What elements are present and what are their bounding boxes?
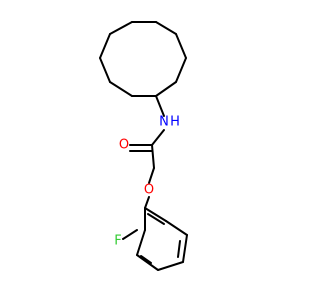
- aromatic-bond: [157, 261, 184, 271]
- nitrogen-to-carbonyl-bond: [151, 129, 165, 146]
- ether-oxygen-label: O: [144, 183, 154, 198]
- molecule-canvas: N H O O F: [99, 21, 188, 271]
- aromatic-bond: [144, 207, 167, 222]
- fluorine-bond: [122, 229, 138, 240]
- ring-bond: [175, 33, 187, 59]
- ring-bond: [109, 21, 133, 35]
- aromatic-inner-bond: [147, 213, 165, 225]
- aromatic-inner-bond: [177, 240, 181, 258]
- hydrogen-label: H: [170, 115, 180, 130]
- carbonyl-oxygen-label: O: [119, 138, 129, 153]
- ring-bond: [109, 81, 133, 97]
- aromatic-bond: [165, 220, 188, 236]
- carbonyl-to-methylene-bond: [151, 144, 155, 169]
- ring-to-nitrogen-bond: [155, 95, 165, 117]
- aromatic-bond: [136, 229, 146, 256]
- ring-bond: [155, 81, 177, 97]
- aromatic-bond: [136, 254, 159, 271]
- main-chain: [129, 95, 165, 209]
- cyclooctane-ring: [99, 21, 187, 97]
- methylene-to-oxygen-bond: [148, 167, 155, 184]
- nitrogen-label: N: [159, 115, 169, 130]
- fluorine-label: F: [114, 234, 121, 249]
- oxygen-to-aryl-bond: [144, 196, 150, 209]
- aromatic-inner-bond: [140, 255, 152, 264]
- ring-bond: [99, 57, 111, 83]
- aromatic-bond: [182, 234, 188, 263]
- ring-bond: [175, 57, 187, 83]
- ring-bond: [99, 33, 111, 59]
- ring-bond: [155, 21, 177, 35]
- benzene-ring: [136, 207, 188, 271]
- molecule-structure: N H O O F: [99, 21, 188, 271]
